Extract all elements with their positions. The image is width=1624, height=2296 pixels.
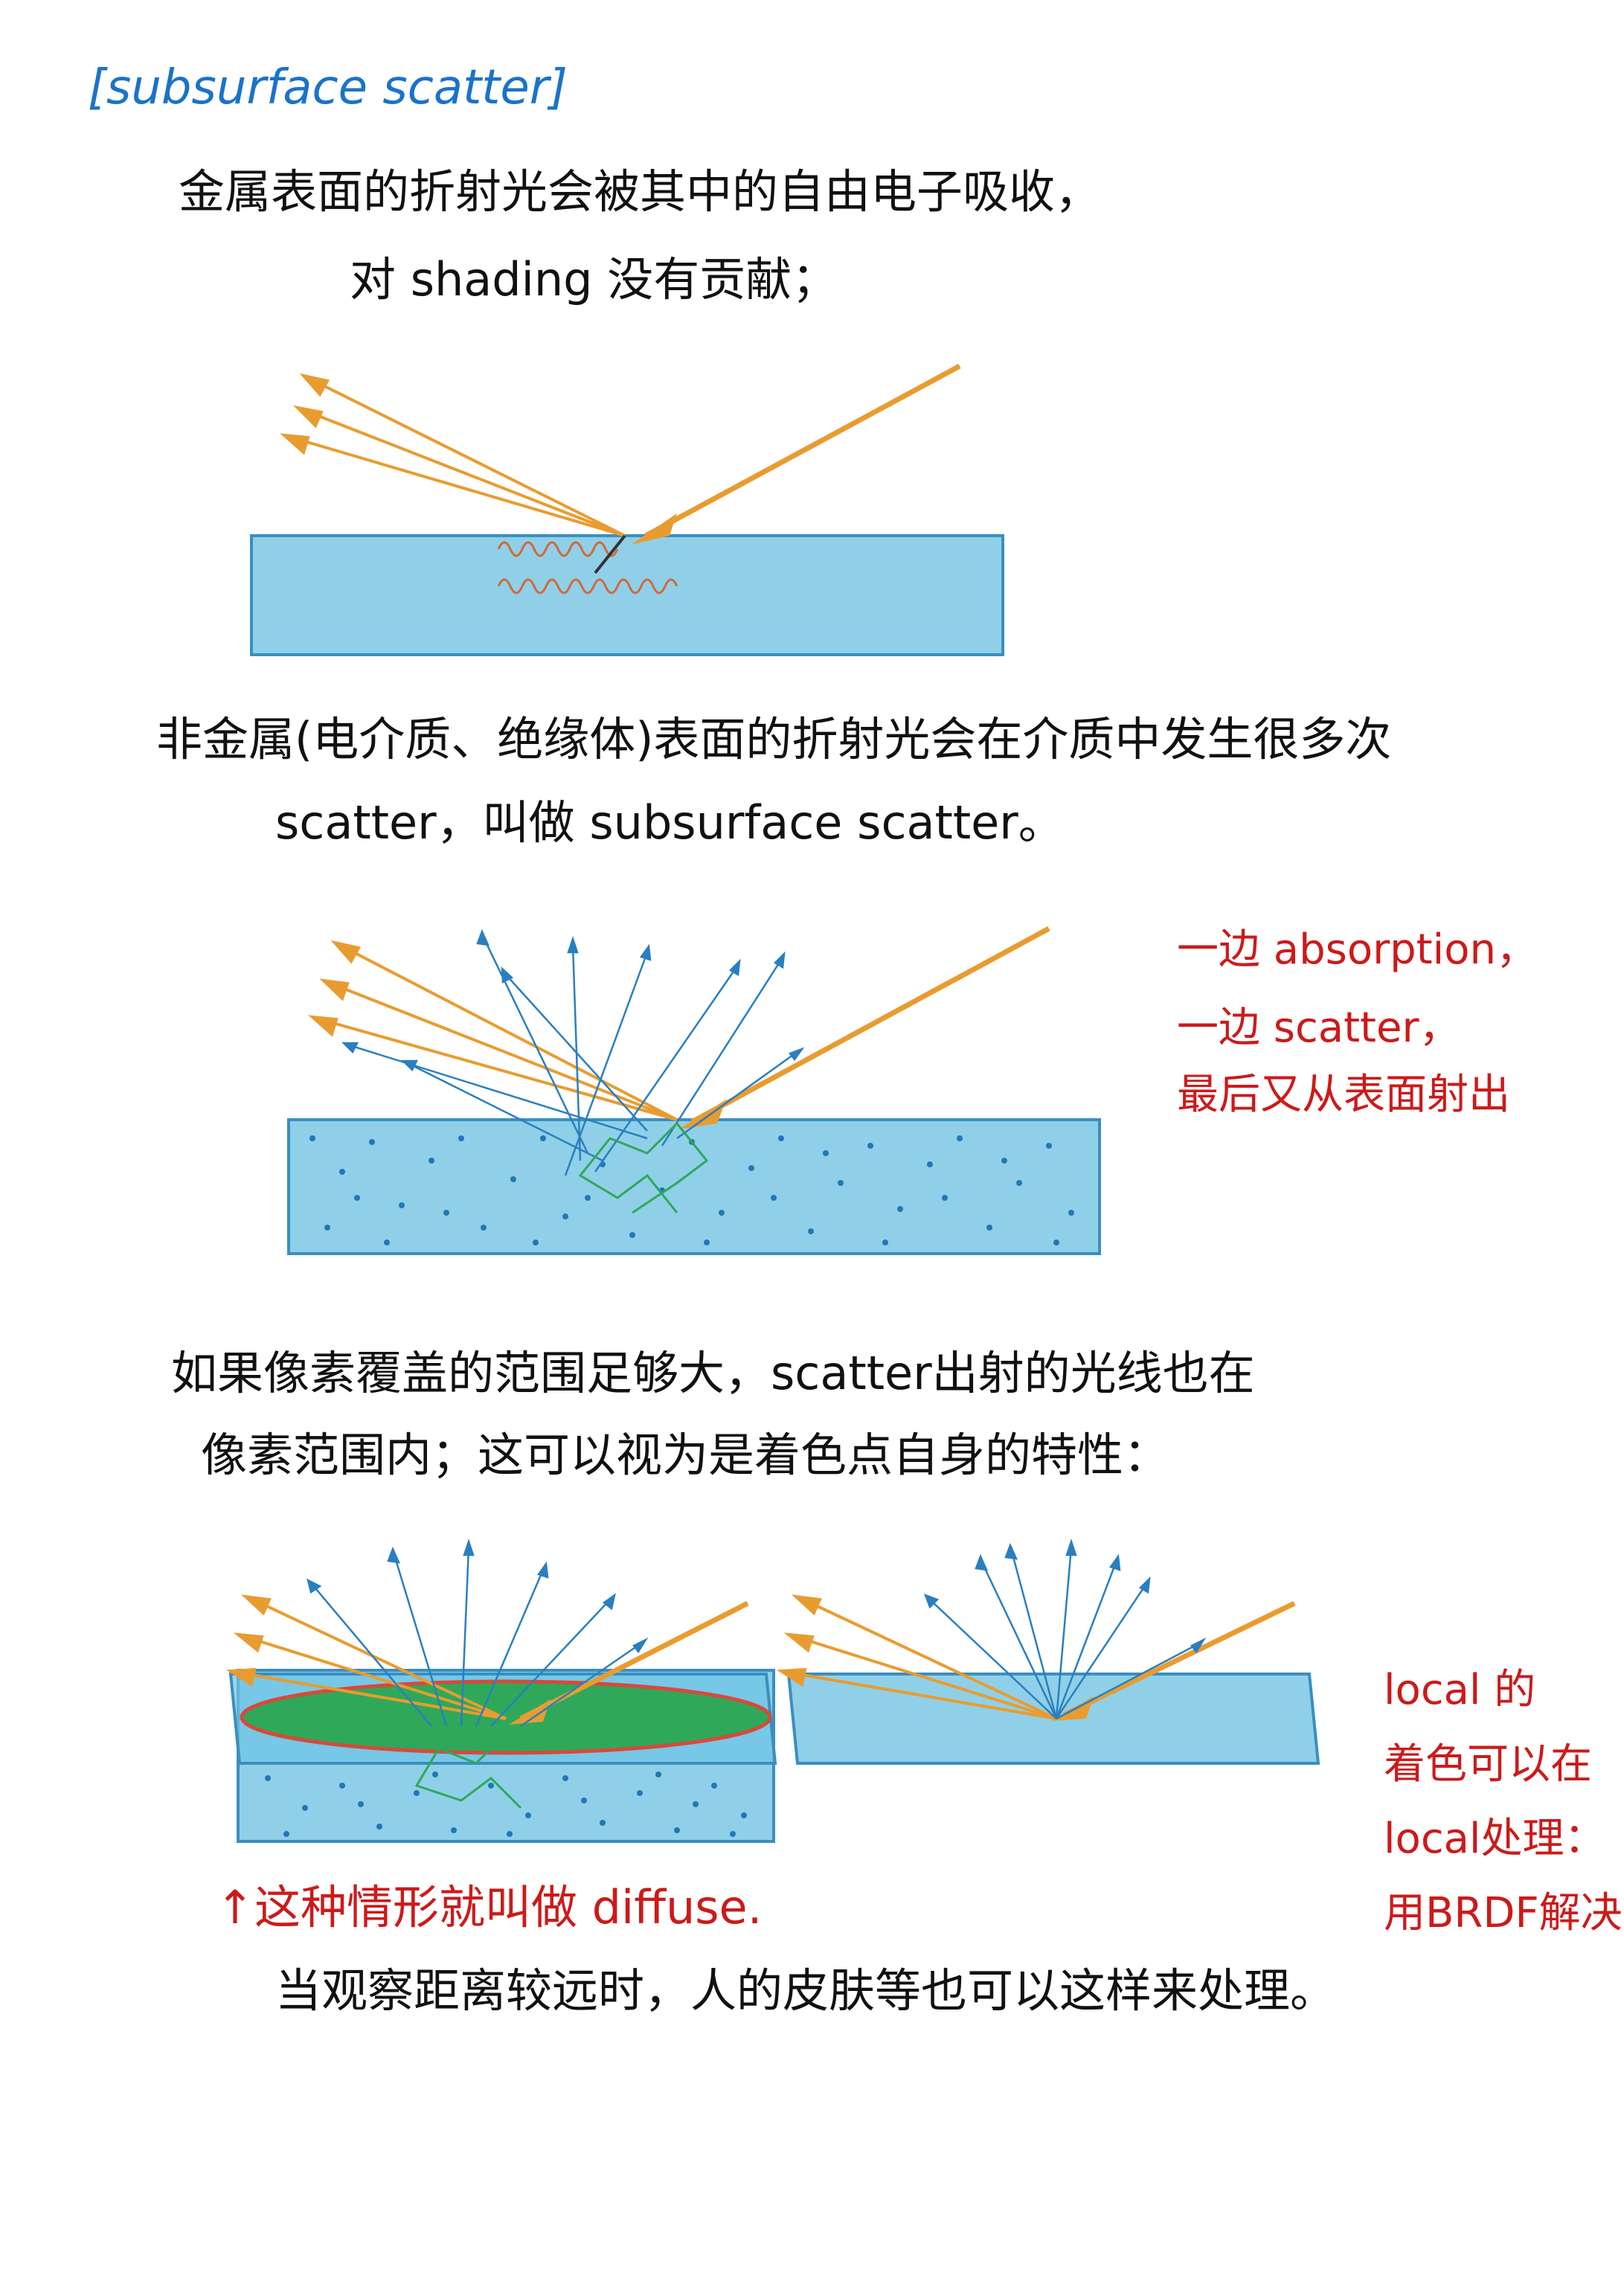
internal-scatter-paths: [578, 1122, 709, 1214]
scattered-rays: [306, 1539, 649, 1728]
particles: [309, 1135, 1074, 1245]
page-title: [subsurface scatter]: [88, 60, 568, 115]
metal-note-line1: 金属表面的折射光会被其中的自由电子吸收，: [179, 164, 1102, 219]
local-brdf-diagram: [776, 1539, 1320, 1765]
reflected-rays: [308, 940, 678, 1121]
dielectric-block: [287, 1118, 1101, 1255]
incident-ray: [1062, 1600, 1296, 1718]
dielectric-note-line1: 非金属(电介质、绝缘体)表面的折射光会在介质中发生很多次: [156, 712, 1392, 766]
local-annotation-line4: 用BRDF解决: [1384, 1889, 1623, 1937]
scattered-rays: [341, 929, 805, 1176]
absorption-annotation-line1: 一边 absorption，: [1177, 926, 1538, 974]
dielectric-note-line2: scatter，叫做 subsurface scatter。: [275, 795, 1065, 850]
incident-ray: [690, 926, 1050, 1125]
incident-ray: [644, 363, 961, 539]
pixel-note-line1: 如果像素覆盖的范围足够大，scatter出射的光线也在: [171, 1346, 1255, 1400]
incident-arrowhead: [509, 1699, 551, 1725]
absorption-annotation-line2: 一边 scatter，: [1177, 1004, 1461, 1052]
local-annotation-line3: local处理：: [1384, 1815, 1606, 1863]
metal-block: [250, 534, 1004, 656]
subsurface-scatter-diagram: [287, 926, 1101, 1255]
metal-surface-diagram: [250, 363, 1004, 656]
diffuse-note: ↑这种情形就叫做 diffuse.: [216, 1880, 763, 1934]
incident-arrowhead: [631, 513, 677, 545]
particles: [265, 1771, 747, 1837]
local-annotation-line1: local 的: [1384, 1666, 1536, 1714]
internal-scatter-paths: [414, 1732, 522, 1809]
pixel-coverage-diagram: [225, 1539, 777, 1843]
final-note: 当观察距离较远时，人的皮肤等也可以这样来处理。: [275, 1963, 1337, 2018]
scattered-rays: [923, 1539, 1207, 1720]
reflected-rays: [776, 1594, 1057, 1720]
local-annotation-line2: 着色可以在: [1384, 1740, 1592, 1789]
absorption-annotation-line3: 最后又从表面射出: [1177, 1071, 1510, 1119]
metal-note-line2: 对 shading 没有贡献；: [350, 252, 838, 307]
pixel-note-line2: 像素范围内；这可以视为是着色点自身的特性：: [201, 1428, 1170, 1482]
reflected-rays: [280, 373, 626, 537]
incident-arrowhead: [678, 1100, 726, 1129]
electron-waves: [497, 541, 678, 594]
